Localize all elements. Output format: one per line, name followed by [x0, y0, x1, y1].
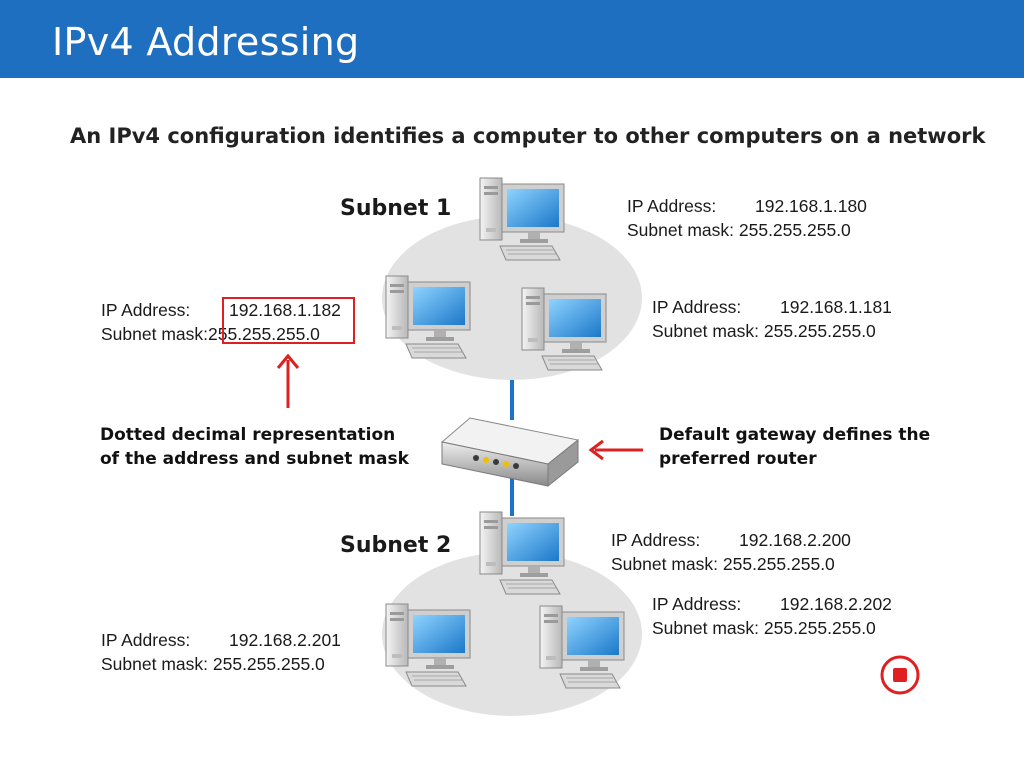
ip-value: 192.168.1.180: [755, 196, 867, 216]
mask-label: Subnet mask:: [652, 321, 759, 341]
header-bar: IPv4 Addressing: [0, 0, 1024, 78]
host-info-200: IP Address: 192.168.2.200 Subnet mask: 25…: [611, 528, 851, 576]
callout-default-gateway: Default gateway defines the preferred ro…: [659, 423, 930, 471]
callout-line: Default gateway defines the: [659, 425, 931, 445]
mask-label: Subnet mask:: [611, 554, 718, 574]
mask-label: Subnet mask:: [101, 324, 208, 344]
callout-dotted-decimal: Dotted decimal representation of the add…: [100, 423, 409, 471]
router-icon: [440, 417, 580, 488]
dotted-decimal-highlight: [222, 297, 355, 344]
stop-icon: [880, 655, 920, 695]
ip-value: 192.168.1.181: [780, 297, 892, 317]
callout-line: preferred router: [659, 449, 817, 469]
callout-line: of the address and subnet mask: [100, 449, 409, 469]
ip-label: IP Address:: [652, 594, 742, 614]
page-title: IPv4 Addressing: [52, 20, 360, 64]
mask-label: Subnet mask:: [652, 618, 759, 638]
host-info-181: IP Address: 192.168.1.181 Subnet mask: 25…: [652, 295, 892, 343]
ip-label: IP Address:: [101, 300, 191, 320]
arrow-icon: [588, 439, 643, 461]
computer-icon: [385, 275, 471, 359]
ip-value: 192.168.2.202: [780, 594, 892, 614]
ip-value: 192.168.1.182: [229, 300, 341, 320]
callout-line: Dotted decimal representation: [100, 425, 396, 445]
mask-value: 255.255.255.0: [212, 654, 325, 674]
slide-subtitle: An IPv4 configuration identifies a compu…: [70, 124, 986, 148]
mask-value: 255.255.255.0: [208, 324, 320, 344]
ip-value: 192.168.2.200: [739, 530, 851, 550]
ip-label: IP Address:: [101, 630, 191, 650]
mask-value: 255.255.255.0: [722, 554, 835, 574]
ip-value: 192.168.2.201: [229, 630, 341, 650]
host-info-180: IP Address: 192.168.1.180 Subnet mask: 25…: [627, 194, 867, 242]
mask-value: 255.255.255.0: [763, 321, 876, 341]
mask-label: Subnet mask:: [101, 654, 208, 674]
host-info-202: IP Address: 192.168.2.202 Subnet mask: 25…: [652, 592, 892, 640]
mask-label: Subnet mask:: [627, 220, 734, 240]
mask-value: 255.255.255.0: [738, 220, 851, 240]
ip-label: IP Address:: [611, 530, 701, 550]
host-info-182: IP Address: 192.168.1.182 Subnet mask:255…: [101, 298, 341, 346]
arrow-icon: [276, 353, 300, 408]
subnet1-label: Subnet 1: [340, 196, 452, 221]
host-info-201: IP Address: 192.168.2.201 Subnet mask: 25…: [101, 628, 341, 676]
ip-label: IP Address:: [652, 297, 742, 317]
subnet2-label: Subnet 2: [340, 533, 452, 558]
ip-label: IP Address:: [627, 196, 717, 216]
mask-value: 255.255.255.0: [763, 618, 876, 638]
stop-button[interactable]: [879, 654, 921, 696]
